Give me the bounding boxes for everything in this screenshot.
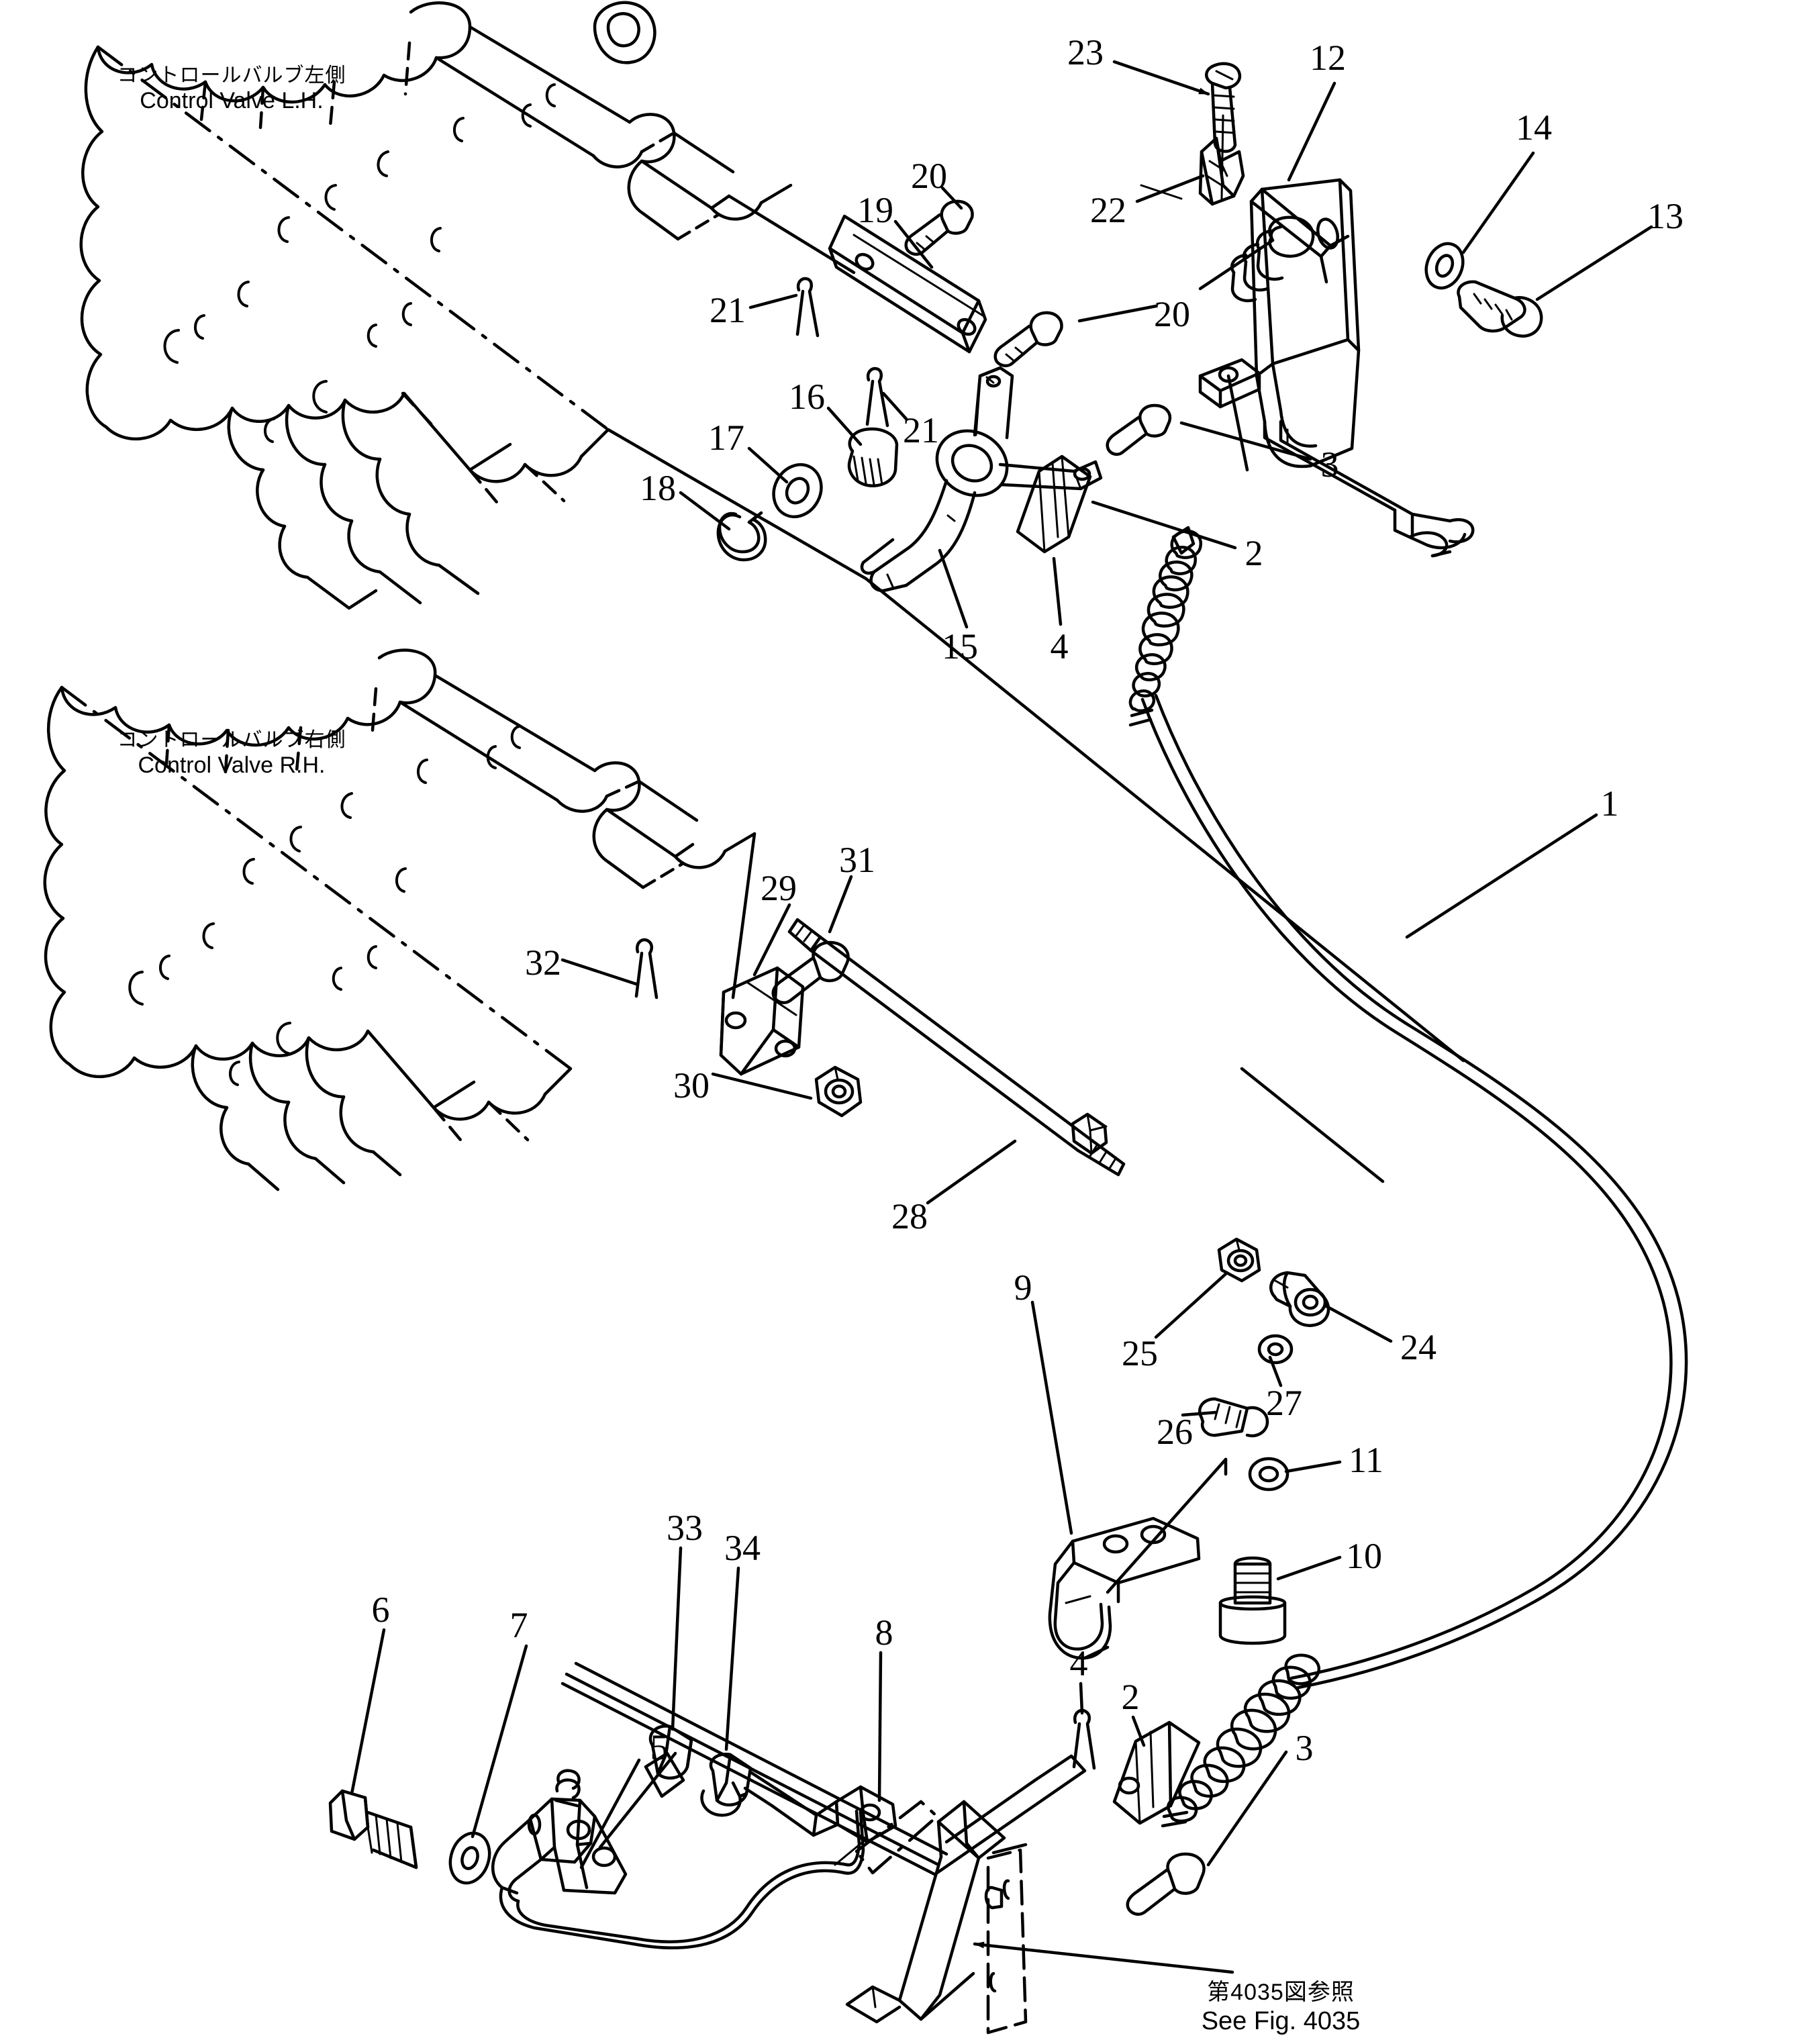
callout-number-27: 27 [1266,1383,1302,1423]
callout-number-3: 3 [1295,1728,1314,1768]
callout-number-6: 6 [371,1590,390,1630]
callout-number-12: 12 [1310,38,1346,78]
callout-number-14: 14 [1516,107,1552,148]
caption-control-valve-rh: コントロールバルブ右側 Control Valve R.H. [117,728,346,779]
part-32-cotter [634,938,659,1000]
callout-number-31: 31 [839,840,875,880]
part-21-cotter-b [865,367,889,428]
cable-loop-lower-left [632,1809,865,1949]
caption-lh-en: Control Valve L.H. [140,88,324,114]
part-33-34-cable-clamps [561,1661,948,1876]
part-10-bolt [1218,1556,1287,1645]
callout-number-2: 2 [1245,533,1263,573]
callout-number-16: 16 [789,377,825,417]
callout-number-32: 32 [525,942,561,983]
part-13-bolt [1457,280,1543,338]
caption-lh-jp: コントロールバルブ左側 [117,64,346,87]
callout-number-13: 13 [1647,196,1684,236]
callout-number-10: 10 [1346,1536,1382,1576]
part-11-washer [1248,1457,1289,1492]
part-9-bracket [1048,1516,1201,1660]
callout-number-7: 7 [509,1605,528,1645]
reference-note: 第4035図参照 See Fig. 4035 [1202,1979,1361,2037]
callout-number-1: 1 [1600,783,1619,824]
part-6-bolt [328,1789,418,1869]
part-25-nut [1217,1237,1261,1283]
callout-number-3: 3 [1320,444,1339,485]
callout-number-21: 21 [903,410,939,450]
part-20-bolt-a [904,199,974,256]
part-2-block-upper [1016,454,1092,554]
part-30-nut [814,1065,863,1118]
part-19-link-bar [828,214,987,354]
callout-number-26: 26 [1157,1412,1193,1452]
callout-number-4: 4 [1050,626,1069,667]
callout-number-20: 20 [1154,294,1190,334]
callout-number-34: 34 [724,1528,761,1568]
part-3-bolt-bottom [1126,1852,1206,1916]
part-7-washer [448,1831,491,1885]
callout-number-8: 8 [875,1612,893,1653]
part-27-washer [1257,1334,1294,1365]
callout-number-24: 24 [1400,1327,1437,1367]
callout-number-30: 30 [673,1065,710,1106]
part-18-snap-ring [716,511,767,562]
callout-number-28: 28 [891,1196,928,1236]
callout-number-21: 21 [710,290,746,330]
callout-number-15: 15 [942,626,978,667]
part-3-bolt-upper [1106,403,1172,456]
part-1-control-cable [1128,526,1688,1690]
part-24-rod-end [1269,1271,1330,1327]
part-15-bell-crank [860,366,1103,593]
caption-rh-en: Control Valve R.H. [138,752,326,779]
callout-number-4: 4 [1069,1643,1088,1684]
part-17-washer [772,463,823,519]
part-26-bolt [1198,1397,1269,1438]
part-5-cable-clamp [491,1769,638,1946]
part-4-cotter-bottom [1072,1708,1096,1770]
part-20-bolt-b [993,311,1063,367]
callout-number-25: 25 [1122,1333,1158,1373]
part-31-bolt [771,940,850,1004]
reference-note-en: See Fig. 4035 [1201,2006,1361,2035]
part-16-bushing [847,427,899,487]
part-28-rod [787,918,1126,1177]
callout-number-2: 2 [1121,1677,1140,1717]
callout-number-5: 5 [650,1727,669,1767]
callout-number-20: 20 [911,156,947,196]
callout-number-19: 19 [857,190,893,230]
control-valve-rh-body [43,648,757,1191]
part-2-block-bottom [1112,1720,1201,1825]
callout-number-23: 23 [1067,32,1104,72]
control-valve-lh-body [79,1,793,610]
part-21-cotter-a [795,277,820,338]
part-12-bracket [1198,178,1475,558]
pedal-arm-assembly [845,1754,1234,2035]
part-23-screw [1205,62,1242,153]
callout-number-33: 33 [667,1508,703,1548]
callout-number-18: 18 [640,468,676,508]
caption-rh-jp: コントロールバルブ右側 [117,729,346,751]
callout-number-17: 17 [708,418,744,458]
callout-number-9: 9 [1014,1267,1032,1308]
callout-number-11: 11 [1349,1440,1383,1480]
callout-number-22: 22 [1090,190,1126,230]
part-29-block [719,966,805,1076]
caption-control-valve-lh: コントロールバルブ左側 Control Valve L.H. [117,64,346,115]
cable-boot-lower [1161,1653,1321,1828]
callout-number-29: 29 [761,868,797,908]
reference-note-jp: 第4035図参照 [1207,1980,1355,2005]
part-14-washer [1424,242,1465,290]
